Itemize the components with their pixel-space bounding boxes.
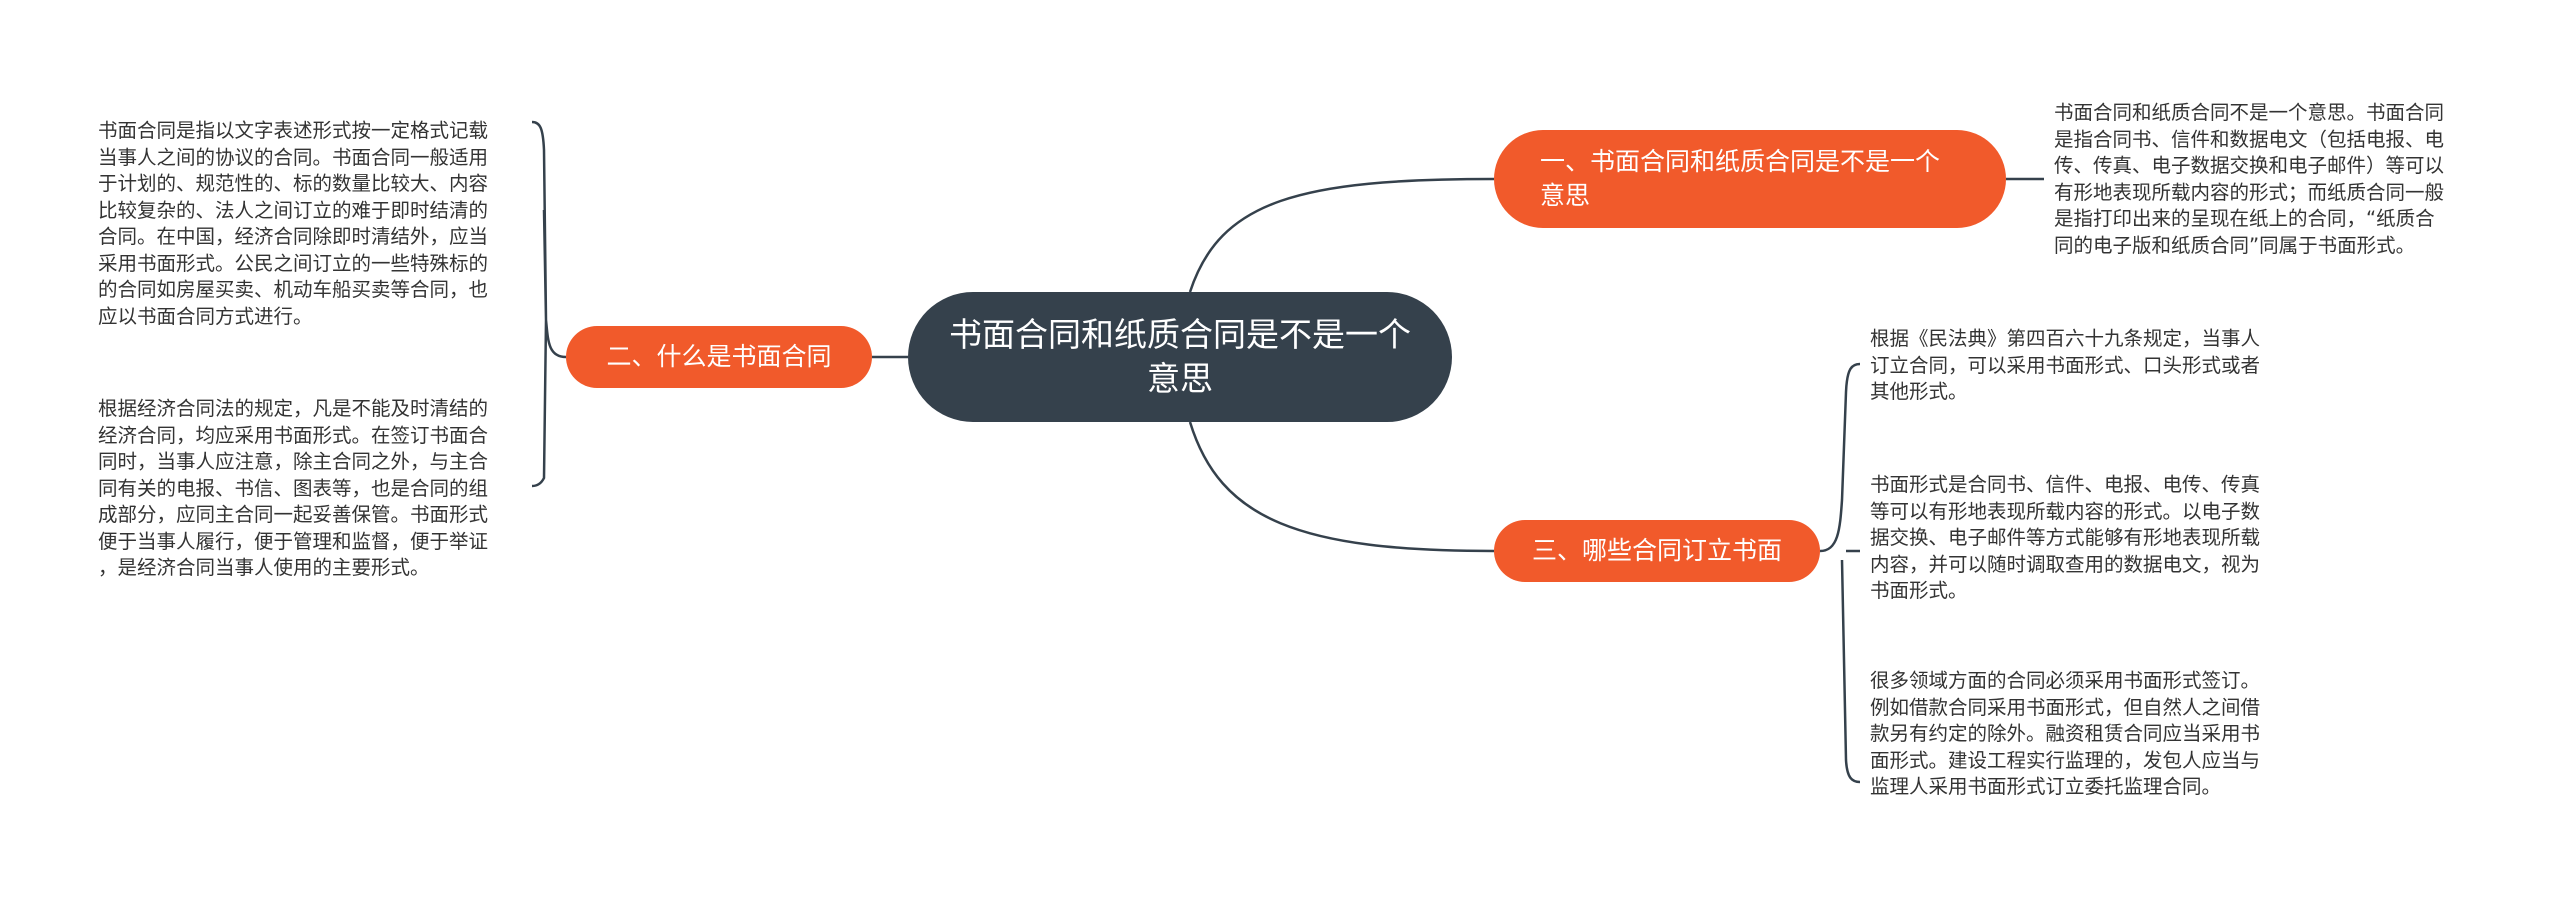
branch-1-leaf-1: 书面合同和纸质合同不是一个意思。书面合同 是指合同书、信件和数据电文（包括电报、… xyxy=(2054,101,2445,257)
branch-2[interactable]: 二、什么是书面合同 xyxy=(566,326,872,388)
link-center-branch-1 xyxy=(1188,177,1495,293)
branch-1-label: 一、书面合同和纸质合同是不是一个意思 xyxy=(1540,147,1941,210)
branch-3-leaf-3: 很多领域方面的合同必须采用书面形式签订。 例如借款合同采用书面形式，但自然人之间… xyxy=(1870,669,2261,798)
branch-2-leaf-2: 根据经济合同法的规定，凡是不能及时清结的 经济合同，均应采用书面形式。在签订书面… xyxy=(98,397,489,579)
link-center-branch-3 xyxy=(1188,421,1495,553)
central-topic-label: 书面合同和纸质合同是不是一个意思 xyxy=(949,315,1411,398)
branch-3-label: 三、哪些合同订立书面 xyxy=(1531,536,1782,565)
bracket-branch-2 xyxy=(531,120,567,488)
central-topic[interactable]: 书面合同和纸质合同是不是一个意思 xyxy=(908,292,1452,422)
branch-3-leaf-2: 书面形式是合同书、信件、电报、电传、传真 等可以有形地表现所载内容的形式。以电子… xyxy=(1870,473,2261,602)
branch-2-label: 二、什么是书面合同 xyxy=(606,342,832,371)
branch-2-leaf-1: 书面合同是指以文字表述形式按一定格式记载 当事人之间的协议的合同。书面合同一般适… xyxy=(98,119,489,328)
bracket-branch-3 xyxy=(1819,362,1861,784)
branch-3[interactable]: 三、哪些合同订立书面 xyxy=(1494,520,1820,582)
branch-1[interactable]: 一、书面合同和纸质合同是不是一个意思 xyxy=(1494,130,2006,228)
branch-3-leaf-1: 根据《民法典》第四百六十九条规定，当事人 订立合同，可以采用书面形式、口头形式或… xyxy=(1870,327,2261,403)
